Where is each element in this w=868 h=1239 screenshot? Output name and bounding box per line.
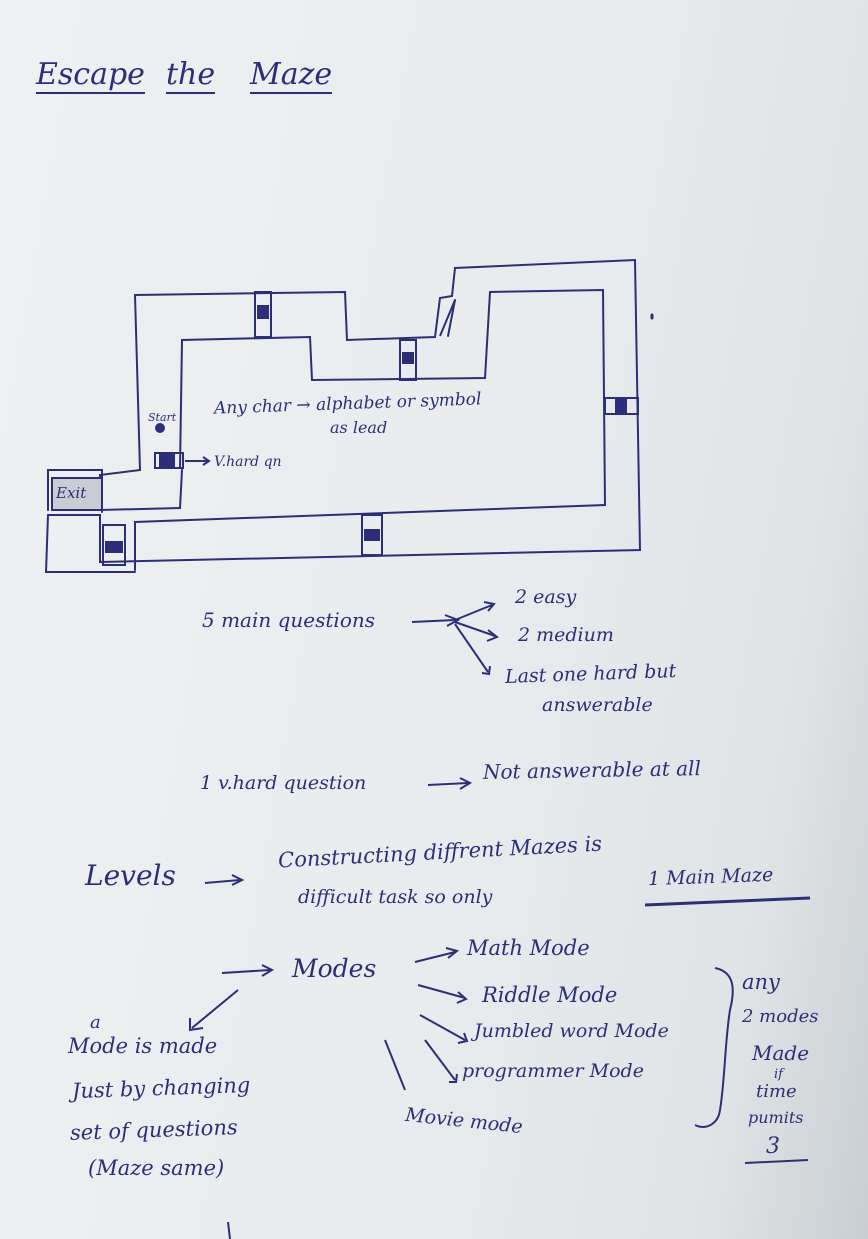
levels-label: Levels — [85, 859, 176, 892]
left-note-line1: Mode is made — [68, 1034, 218, 1058]
mode-item-riddle: Riddle Mode — [482, 983, 618, 1007]
mode-item-math: Math Mode — [467, 936, 590, 960]
title-word-escape: Escape — [36, 57, 145, 94]
mode-item-programmer: programmer Mode — [462, 1060, 644, 1082]
mode-item-jumbled: Jumbled word Mode — [474, 1020, 669, 1042]
maze-start-label: Start — [148, 411, 177, 424]
right-note-2modes: 2 modes — [742, 1006, 819, 1027]
medium-label: 2 medium — [518, 624, 614, 646]
door-top-mid — [399, 339, 417, 381]
door-bottom-left — [102, 524, 126, 566]
vhard-question-label: 1 v.hard question — [200, 772, 367, 794]
right-note-made: Made — [752, 1041, 810, 1065]
right-note-permits: pumits — [748, 1108, 804, 1127]
easy-label: 2 easy — [515, 586, 577, 608]
maze-exit-label: Exit — [56, 484, 87, 502]
right-note-count: 3 — [766, 1134, 780, 1159]
levels-line2b: 1 Main Maze — [647, 863, 774, 891]
right-note-time: time — [756, 1081, 797, 1102]
maze-inner-wall — [134, 288, 607, 571]
vhard-door-label: V.hard qn — [214, 454, 282, 470]
title-word-maze: Maze — [250, 57, 333, 94]
vhard-question-note: Not answerable at all — [482, 756, 702, 784]
levels-line2a: difficult task so only — [298, 886, 493, 908]
main-questions-label: 5 main questions — [202, 608, 376, 632]
left-note-line3: set of questions — [69, 1115, 239, 1145]
door-right — [604, 397, 639, 415]
left-note-line4: (Maze same) — [88, 1156, 225, 1180]
maze-outer-wall — [44, 258, 642, 573]
door-bottom — [361, 514, 383, 556]
modes-label: Modes — [292, 954, 377, 983]
maze-note-line2: as lead — [330, 418, 388, 437]
last-question-line2: answerable — [542, 694, 653, 716]
branch-arrows — [189, 601, 811, 1239]
right-note-if: if — [774, 1067, 783, 1082]
door-top-left — [254, 291, 272, 338]
maze-start-corridor — [99, 294, 183, 512]
right-note-any: any — [742, 970, 780, 994]
title-word-the: the — [166, 57, 216, 94]
left-note-a: a — [90, 1012, 101, 1033]
door-vhard — [154, 452, 184, 469]
